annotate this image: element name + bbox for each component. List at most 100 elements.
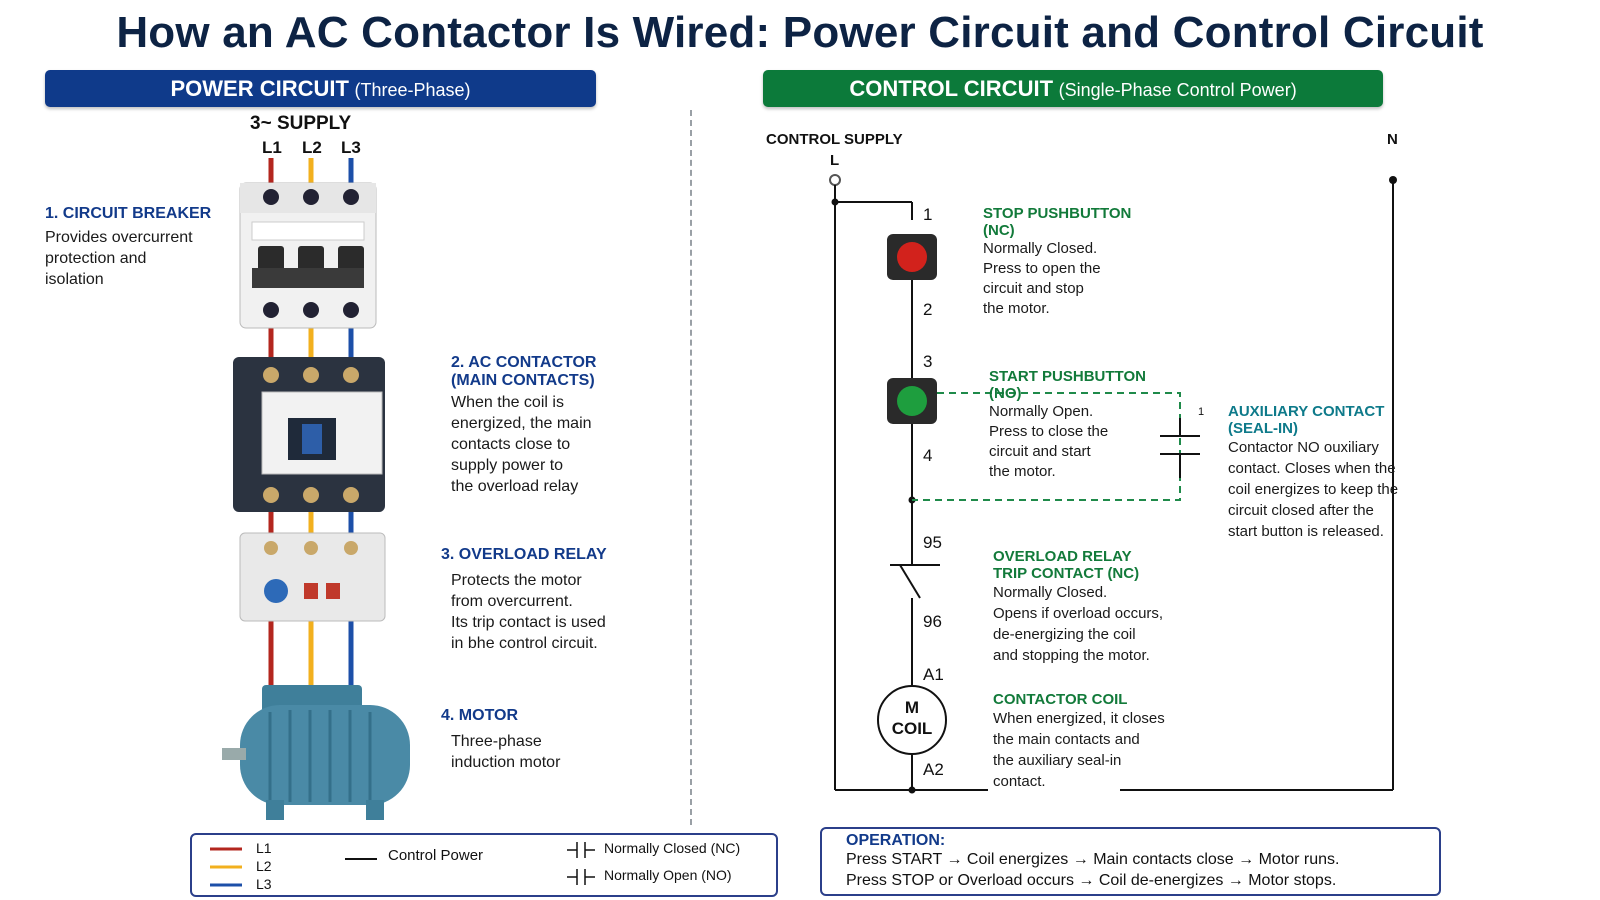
power-banner-sub: (Three-Phase) [354,80,471,100]
desc-line: contact. [993,773,1046,790]
overload-title: OVERLOAD RELAY [993,548,1132,565]
desc-line: induction motor [451,754,561,771]
circuit-breaker-title: 1. CIRCUIT BREAKER [45,205,212,222]
step-overload-relay: 3. OVERLOAD RELAY Protects the motor fro… [441,546,671,654]
legend-l2: L2 [256,858,272,874]
desc-line: Contactor NO ouxiliary [1228,439,1379,456]
operation-title: OPERATION: [846,832,946,849]
control-circuit-banner: CONTROL CIRCUIT (Single-Phase Control Po… [763,70,1383,107]
desc-line: de-energizing the coil [993,626,1136,643]
motor-title: 4. MOTOR [441,707,519,724]
coil-desc: When energized, it closes the main conta… [993,708,1213,792]
desc-line: energized, the main [451,415,592,432]
l-rail-label: L [830,152,840,169]
desc-line: Its trip contact is used [451,614,606,631]
legend-phase-labels: L1 L2 L3 [256,839,272,893]
n-rail-label: N [1387,131,1398,148]
legend-nc: Normally Closed (NC) [604,840,741,856]
circuit-breaker-desc: Provides overcurrent protection and isol… [45,227,235,290]
terminal-96: 96 [923,612,942,631]
step-ac-contactor: 2. AC CONTACTOR (MAIN CONTACTS) When the… [451,354,651,497]
desc-line: Protects the motor [451,572,582,589]
desc-line: circuit and start [989,443,1091,460]
stop-pushbutton-icon [887,234,937,280]
desc-line: When energized, it closes [993,710,1165,727]
motor-device [222,685,410,820]
control-circuit-drawing [829,174,1397,794]
desc-line: Opens if overload occurs, [993,605,1164,622]
phase-l1-label: L1 [262,138,282,157]
stop-pushbutton-note: STOP PUSHBUTTON (NC) Normally Closed. Pr… [983,205,1183,319]
desc-line: Provides overcurrent [45,229,193,246]
no-symbol-icon [567,869,595,885]
control-supply-label: CONTROL SUPPLY [766,131,903,148]
legend-no: Normally Open (NO) [604,867,732,883]
aux-title2: (SEAL-IN) [1228,420,1298,437]
legend-control-power: Control Power [388,847,484,864]
terminal-4: 4 [923,446,933,465]
ac-contactor-desc: When the coil is energized, the main con… [451,392,651,497]
desc-line: in bhe control circuit. [451,635,598,652]
desc-line: Three-phase [451,733,542,750]
overload-relay-desc: Protects the motor from overcurrent. Its… [451,570,671,654]
operation-box: OPERATION: Press START → Coil energizes … [820,827,1441,896]
ac-contactor-title2: (MAIN CONTACTS) [451,372,595,389]
overload-relay-title: 3. OVERLOAD RELAY [441,546,607,563]
desc-line: Press to close the [989,423,1109,440]
overload-title2: TRIP CONTACT (NC) [993,565,1140,582]
terminal-2: 2 [923,300,933,319]
contactor-coil-note: CONTACTOR COIL When energized, it closes… [993,691,1213,792]
step-circuit-breaker: 1. CIRCUIT BREAKER Provides overcurrent … [45,205,235,290]
terminal-3: 3 [923,352,933,371]
phase-l2-label: L2 [302,138,322,157]
overload-nc-contact-icon [890,564,940,685]
power-circuit-banner: POWER CIRCUIT (Three-Phase) [45,70,596,107]
desc-line: protection and [45,250,147,267]
desc-line: and stopping the motor. [993,647,1150,664]
overload-relay-device [239,532,386,622]
terminal-95: 95 [923,533,942,552]
supply-label: 3~ SUPPLY [250,113,352,134]
overload-trip-note: OVERLOAD RELAY TRIP CONTACT (NC) Normall… [993,548,1213,666]
desc-line: When the coil is [451,394,564,411]
stop-title: STOP PUSHBUTTON [983,205,1132,222]
legend-phase-swatches [210,847,242,887]
stop-desc: Normally Closed. Press to open the circu… [983,239,1183,319]
desc-line: circuit closed after the [1228,502,1374,519]
desc-line: isolation [45,271,104,288]
section-divider [690,110,692,825]
coil-title: CONTACTOR COIL [993,691,1128,708]
terminal-a1: A1 [923,665,944,684]
desc-line: coil energizes to keep the [1228,481,1399,498]
desc-line: the motor. [983,300,1050,317]
operation-line-2: Press STOP or Overload occurs → Coil de-… [846,872,1337,889]
aux-title: AUXILIARY CONTACT [1228,403,1385,420]
coil-label-top: M [904,698,920,717]
overload-desc: Normally Closed. Opens if overload occur… [993,582,1213,666]
stop-title2: (NC) [983,222,1015,239]
control-banner-label: CONTROL CIRCUIT [849,76,1054,101]
coil-label: M COIL [876,697,948,739]
aux-contact-icon [1160,418,1200,478]
desc-line: the auxiliary seal-in [993,752,1122,769]
power-circuit-drawing [222,158,410,820]
desc-line: circuit and stop [983,280,1084,297]
desc-line: the main contacts and [993,731,1140,748]
terminal-1: 1 [923,205,933,224]
power-banner-label: POWER CIRCUIT [170,76,349,101]
terminal-a2: A2 [923,760,944,779]
desc-line: Normally Closed. [983,240,1098,257]
contactor-device [233,357,385,512]
aux-desc: Contactor NO ouxiliary contact. Closes w… [1228,437,1448,542]
desc-line: supply power to [451,457,564,474]
desc-line: the overload relay [451,478,579,495]
desc-line: contacts close to [451,436,571,453]
legend-l1: L1 [256,840,272,856]
start-pushbutton-icon [887,378,937,424]
aux-contact-note: AUXILIARY CONTACT (SEAL-IN) Contactor NO… [1228,403,1448,542]
desc-line: from overcurrent. [451,593,573,610]
terminal-aux: 1 [1198,406,1205,418]
legend-l3: L3 [256,876,272,892]
desc-line: Press to open the [983,260,1101,277]
desc-line: the motor. [989,463,1056,480]
